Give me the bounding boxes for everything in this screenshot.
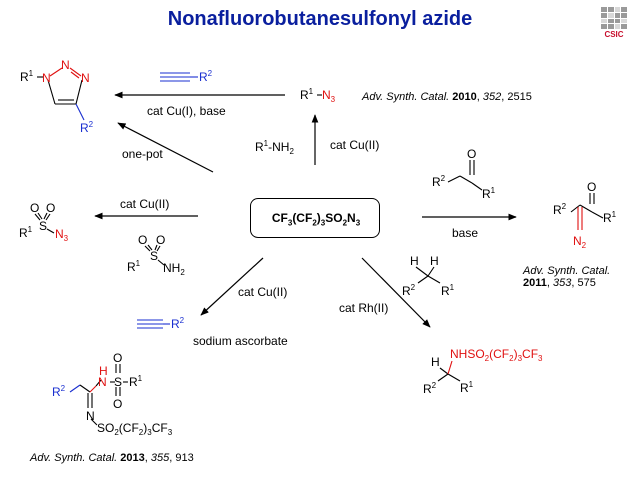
svg-text:R2: R2	[423, 381, 437, 396]
svg-text:N: N	[98, 375, 107, 389]
svg-text:R1: R1	[20, 69, 34, 84]
condition-base: base	[452, 226, 478, 240]
svg-text:R1: R1	[441, 283, 455, 298]
arrow-to-amidine	[200, 257, 264, 316]
page-title: Nonafluorobutanesulfonyl azide	[167, 8, 473, 30]
svg-text:R2: R2	[553, 202, 567, 217]
ketone-reagent: R2 O R1	[432, 147, 496, 201]
svg-text:H: H	[410, 254, 419, 268]
condition-cu-ii-amine: cat Cu(II)	[330, 138, 379, 152]
alkyne-reagent-bottom: R2	[137, 316, 185, 331]
svg-text:N: N	[42, 71, 51, 85]
sulfonyl-amidine-product: R2 H N S O O R1 N SO2(CF2)3CF3	[52, 351, 173, 437]
svg-text:R1: R1	[460, 380, 474, 395]
reference-2010-page: 2515	[507, 91, 532, 103]
condition-cu-ii-ascorbate: cat Cu(II)	[238, 285, 287, 299]
svg-text:R2: R2	[80, 120, 94, 135]
reference-2011-page: 575	[577, 277, 596, 289]
reference-2013-year: 2013	[120, 452, 145, 464]
alkyne-reagent-top: R2	[160, 69, 213, 84]
reference-2010-journal: Adv. Synth. Catal.	[362, 91, 450, 103]
condition-cu-i-base: cat Cu(I), base	[147, 104, 226, 118]
svg-text:R2: R2	[432, 174, 446, 189]
svg-text:S: S	[150, 249, 158, 263]
svg-text:R2: R2	[171, 316, 185, 331]
svg-text:NH2: NH2	[163, 261, 185, 277]
arrow-to-ch-amination	[361, 257, 431, 328]
sulfonamide-ch-product: H NHSO2(CF2)3CF3 R2 R1	[423, 347, 543, 396]
svg-text:O: O	[467, 147, 476, 161]
svg-text:O: O	[113, 397, 122, 411]
svg-text:N2: N2	[573, 234, 587, 250]
reference-2010-volume: 352	[482, 91, 502, 103]
condition-cu-ii-sulfonamide: cat Cu(II)	[120, 197, 169, 211]
sulfonyl-azide-product: R1 S O O N3	[19, 201, 69, 243]
svg-text:R1: R1	[482, 186, 496, 201]
svg-text:R1: R1	[129, 374, 143, 389]
svg-text:S: S	[114, 375, 122, 389]
svg-text:O: O	[46, 201, 55, 215]
svg-text:R1: R1	[300, 87, 314, 102]
svg-text:N: N	[61, 58, 70, 72]
reference-2011-journal: Adv. Synth. Catal.	[523, 265, 611, 277]
triazole-product: R1 N N N R2	[20, 58, 94, 135]
svg-text:H: H	[430, 254, 439, 268]
condition-rh-ii: cat Rh(II)	[339, 301, 388, 315]
sulfonamide-reagent: R1 S O O NH2	[127, 233, 185, 277]
condition-sodium-ascorbate: sodium ascorbate	[193, 334, 288, 348]
svg-text:R1: R1	[127, 259, 141, 274]
reference-2011-volume: 353	[553, 277, 572, 289]
reference-2013: Adv. Synth. Catal. 2013, 355, 913	[30, 452, 194, 464]
svg-text:NHSO2(CF2)3CF3: NHSO2(CF2)3CF3	[450, 347, 543, 363]
reference-2010: Adv. Synth. Catal. 2010, 352, 2515	[362, 91, 532, 103]
reference-2011-year: 2011	[523, 277, 547, 289]
svg-text:S: S	[39, 219, 47, 233]
center-reagent-box: CF3(CF2)3SO2N3	[250, 198, 380, 238]
logo-text: CSIC	[604, 30, 624, 39]
svg-text:SO2(CF2)3CF3: SO2(CF2)3CF3	[97, 421, 173, 437]
reference-2013-page: 913	[175, 452, 194, 464]
csic-logo: CSIC	[599, 5, 629, 41]
svg-text:R1: R1	[603, 210, 617, 225]
condition-one-pot: one-pot	[122, 147, 163, 161]
svg-text:H: H	[431, 355, 440, 369]
svg-text:R2: R2	[52, 384, 66, 399]
svg-text:N3: N3	[55, 227, 69, 243]
logo-mosaic-icon	[601, 7, 627, 29]
svg-text:N: N	[86, 409, 95, 423]
arrow-one-pot	[117, 122, 214, 173]
svg-text:H: H	[99, 364, 108, 378]
svg-text:O: O	[113, 351, 122, 365]
alkane-reagent: H H R2 R1	[402, 254, 455, 298]
reference-2011: Adv. Synth. Catal. 2011, 353, 575	[523, 265, 611, 289]
svg-text:N: N	[81, 71, 90, 85]
organic-azide: R1 N3	[300, 87, 336, 104]
amine-reagent: R1-NH2	[255, 139, 294, 156]
svg-text:O: O	[156, 233, 165, 247]
reference-2013-journal: Adv. Synth. Catal.	[30, 452, 118, 464]
diazo-ketone-product: R2 O R1 N2	[553, 180, 617, 250]
svg-text:O: O	[587, 180, 596, 194]
svg-text:R2: R2	[402, 283, 416, 298]
reference-2010-year: 2010	[452, 91, 477, 103]
svg-text:N3: N3	[322, 88, 336, 104]
svg-text:O: O	[30, 201, 39, 215]
svg-text:O: O	[138, 233, 147, 247]
center-reagent-formula: CF3(CF2)3SO2N3	[271, 211, 361, 228]
svg-text:R1: R1	[19, 225, 33, 240]
reference-2013-volume: 355	[150, 452, 170, 464]
svg-text:R2: R2	[199, 69, 213, 84]
